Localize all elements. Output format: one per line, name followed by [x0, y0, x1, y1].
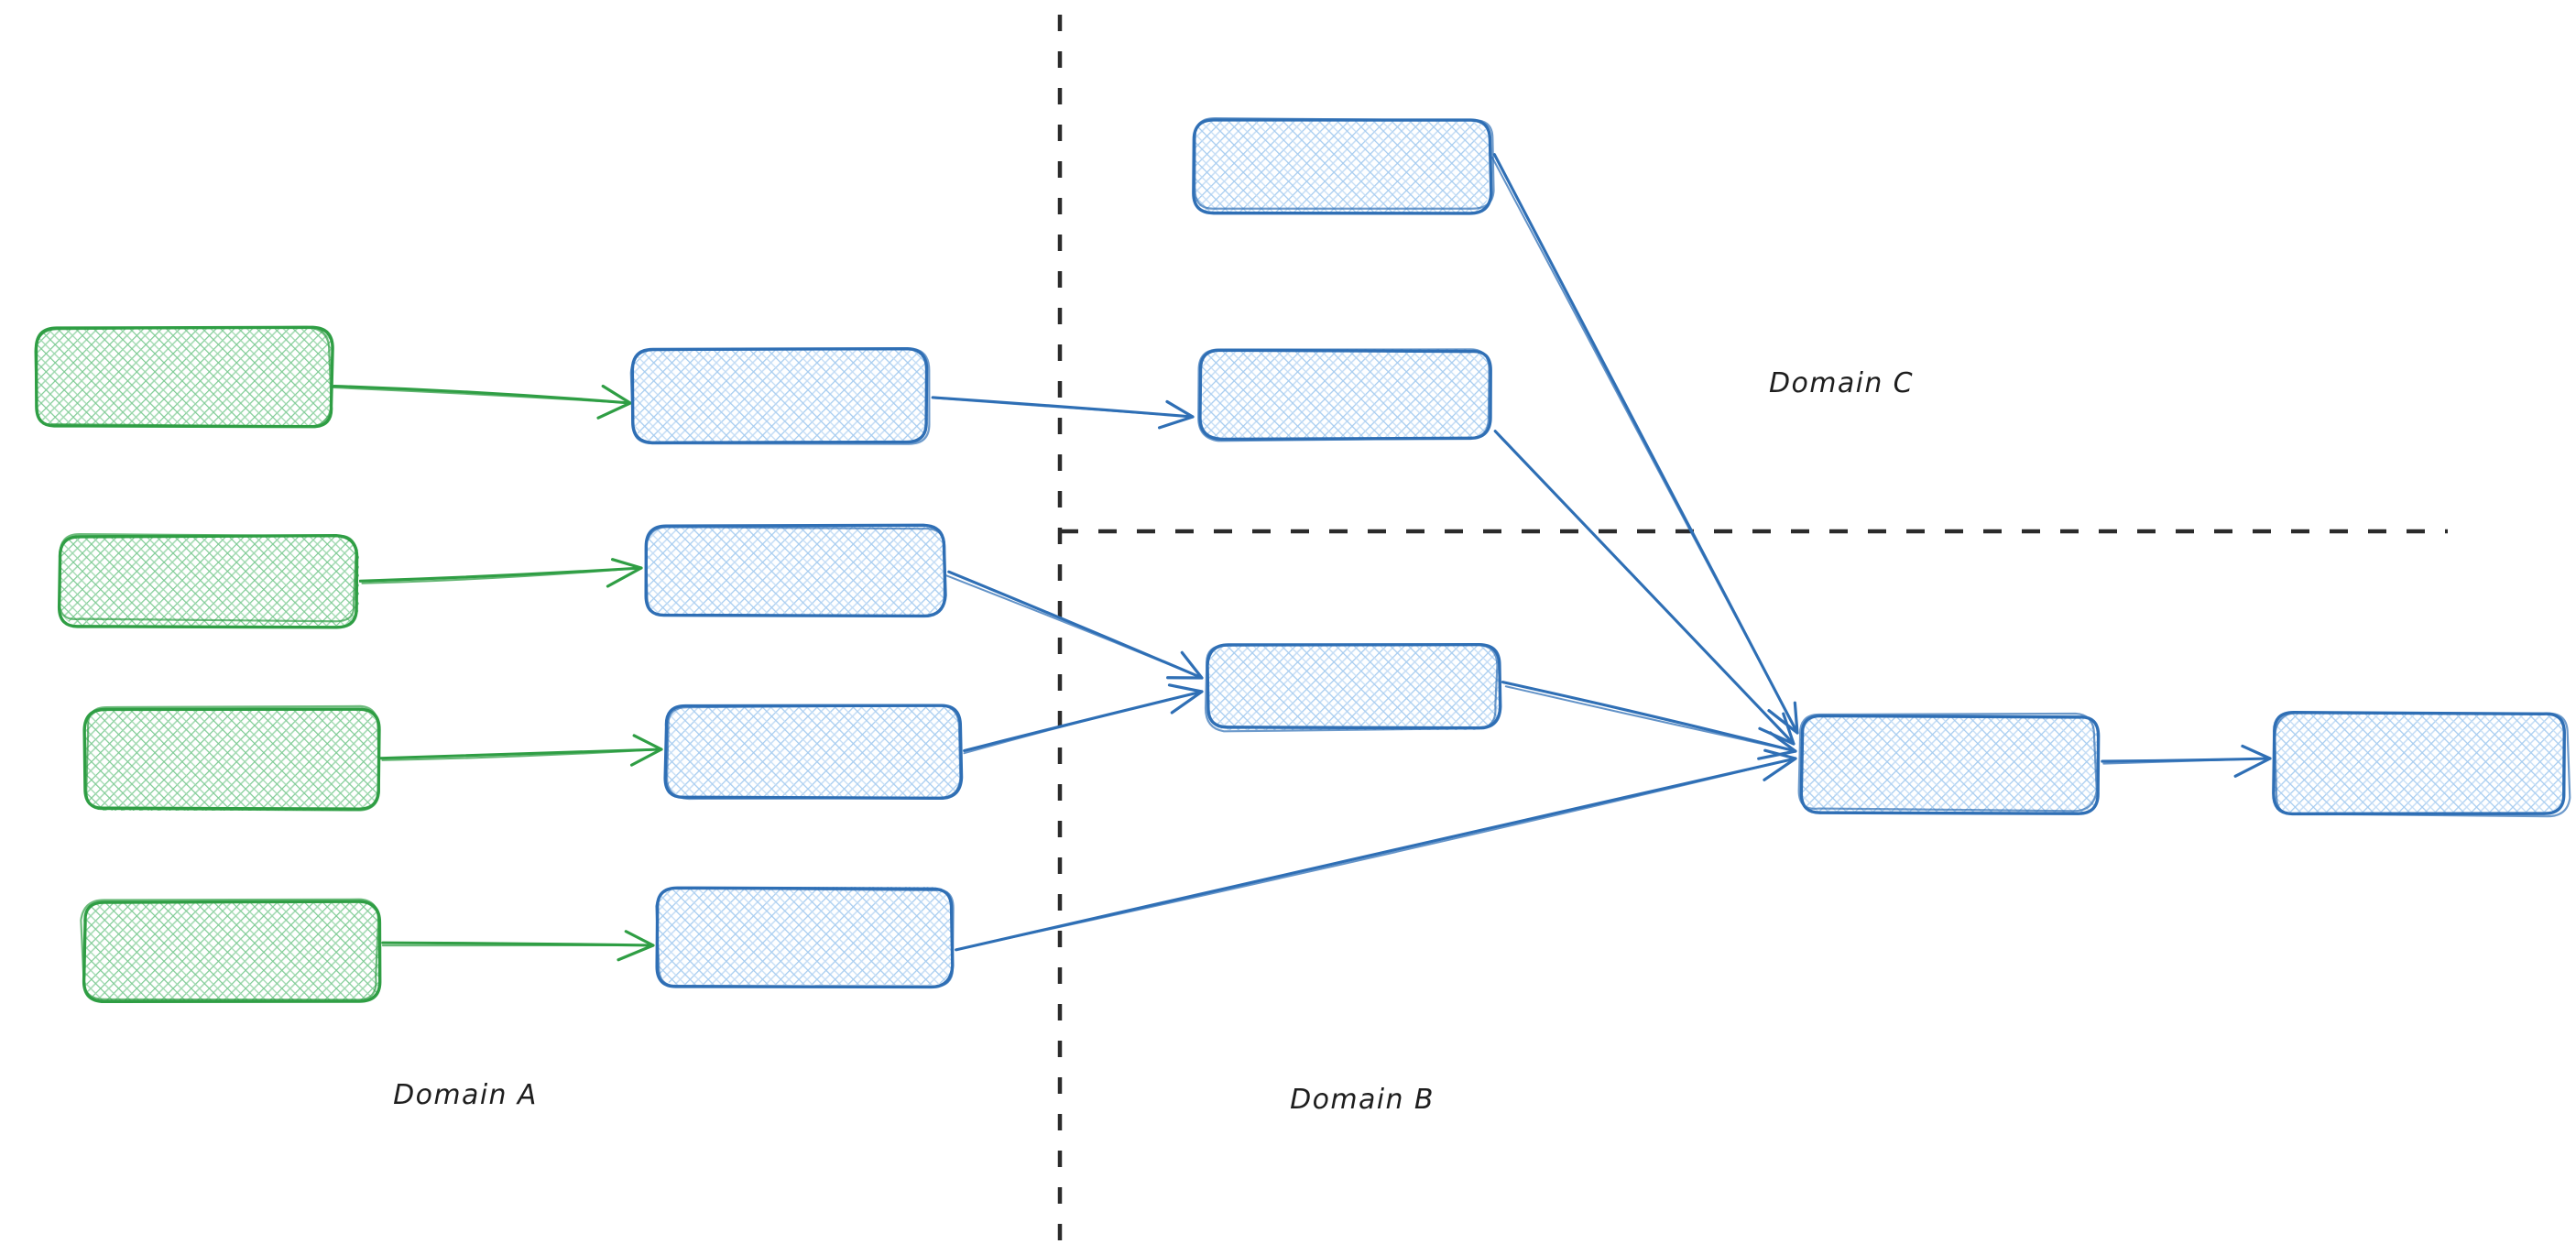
- edge-e-g3-b3: [377, 734, 663, 767]
- node-outline: [1799, 714, 2101, 815]
- edge-arrowhead: [617, 930, 655, 962]
- domain-c-label: Domain C: [1769, 367, 1914, 399]
- node-fill-cross: [1800, 716, 2098, 813]
- edge-arrowhead: [629, 734, 663, 767]
- node-fill-cross: [2275, 713, 2565, 813]
- node-fill-cross: [37, 327, 332, 426]
- node-outline: [655, 887, 955, 988]
- node-fill-cross: [1194, 120, 1489, 213]
- edge-arrowhead: [596, 384, 632, 420]
- divider-layer: [1057, 15, 2448, 1242]
- edge-arrowhead: [1757, 731, 1797, 760]
- node-fill-cross: [1207, 646, 1500, 730]
- node-layer: [34, 116, 2571, 1004]
- node-c1[interactable]: [1192, 116, 1495, 215]
- node-outline: [2272, 711, 2566, 816]
- edge-e-d1-e1: [2101, 744, 2272, 778]
- edge-layer: [331, 153, 2272, 962]
- node-fill-cross: [84, 902, 380, 1000]
- node-g3[interactable]: [82, 704, 381, 812]
- node-outline: [85, 704, 380, 812]
- edge-line: [932, 397, 1194, 418]
- node-outline: [34, 325, 333, 428]
- node-outline: [629, 347, 931, 445]
- node-outline: [2274, 712, 2571, 818]
- edge-e-c2-d1: [1493, 430, 1796, 746]
- node-c3[interactable]: [1204, 642, 1502, 733]
- edge-line: [955, 757, 1797, 952]
- edge-line: [963, 691, 1203, 755]
- node-b2[interactable]: [644, 523, 947, 618]
- node-outline: [1194, 116, 1495, 210]
- edge-line: [1496, 433, 1795, 745]
- node-b1[interactable]: [629, 347, 931, 445]
- node-fill-cross: [1200, 349, 1491, 438]
- edge-arrowhead: [2233, 744, 2272, 778]
- node-fill-cross: [60, 536, 359, 626]
- node-g4[interactable]: [80, 898, 382, 1004]
- node-fill-cross: [84, 710, 378, 811]
- edge-e-c1-d1: [1490, 153, 1799, 735]
- node-outline: [1797, 712, 2098, 813]
- edge-e-b2-c3: [945, 570, 1204, 680]
- edge-e-b4-d1: [955, 748, 1797, 952]
- edge-line: [945, 574, 1203, 679]
- edge-e-c3-d1: [1501, 681, 1797, 760]
- node-outline: [80, 898, 380, 1001]
- edge-line: [2102, 758, 2271, 765]
- node-b3[interactable]: [663, 704, 964, 801]
- node-outline: [1197, 348, 1490, 442]
- edge-arrowhead: [1767, 701, 1799, 735]
- domain-a-label: Domain A: [393, 1079, 538, 1111]
- node-b4[interactable]: [655, 886, 955, 989]
- edge-line: [381, 748, 662, 761]
- node-d1[interactable]: [1797, 712, 2101, 815]
- node-fill-cross: [634, 348, 928, 442]
- edge-e-g4-b4: [381, 930, 655, 962]
- edge-line: [361, 567, 642, 584]
- edge-e-b1-c2: [931, 396, 1195, 430]
- edge-arrowhead: [1166, 650, 1204, 680]
- node-c2[interactable]: [1197, 348, 1492, 442]
- edge-e-g1-b1: [331, 384, 632, 420]
- edge-arrowhead: [1167, 683, 1204, 715]
- edge-line: [1501, 681, 1797, 753]
- node-outline: [665, 704, 962, 801]
- edge-line: [956, 758, 1796, 951]
- node-e1[interactable]: [2272, 711, 2571, 818]
- node-g1[interactable]: [34, 325, 334, 429]
- edge-e-g2-b2: [358, 558, 643, 588]
- edge-arrowhead: [606, 558, 643, 588]
- edge-line: [331, 387, 631, 404]
- edge-line: [377, 748, 663, 760]
- edge-e-b3-c3: [963, 683, 1204, 755]
- node-fill-cross: [658, 887, 953, 985]
- edge-line: [358, 566, 643, 583]
- node-fill-cross: [646, 527, 944, 616]
- label-layer: Domain A Domain B Domain C: [393, 367, 1914, 1116]
- node-outline: [1204, 643, 1499, 733]
- node-outline: [58, 533, 357, 623]
- node-fill-cross: [666, 705, 960, 797]
- node-g2[interactable]: [57, 533, 359, 629]
- edge-arrowhead: [1157, 399, 1195, 430]
- domain-b-label: Domain B: [1290, 1084, 1435, 1116]
- node-outline: [644, 526, 946, 617]
- edge-line: [1490, 156, 1798, 734]
- edge-line: [1504, 685, 1796, 752]
- edge-arrowhead: [1763, 748, 1797, 781]
